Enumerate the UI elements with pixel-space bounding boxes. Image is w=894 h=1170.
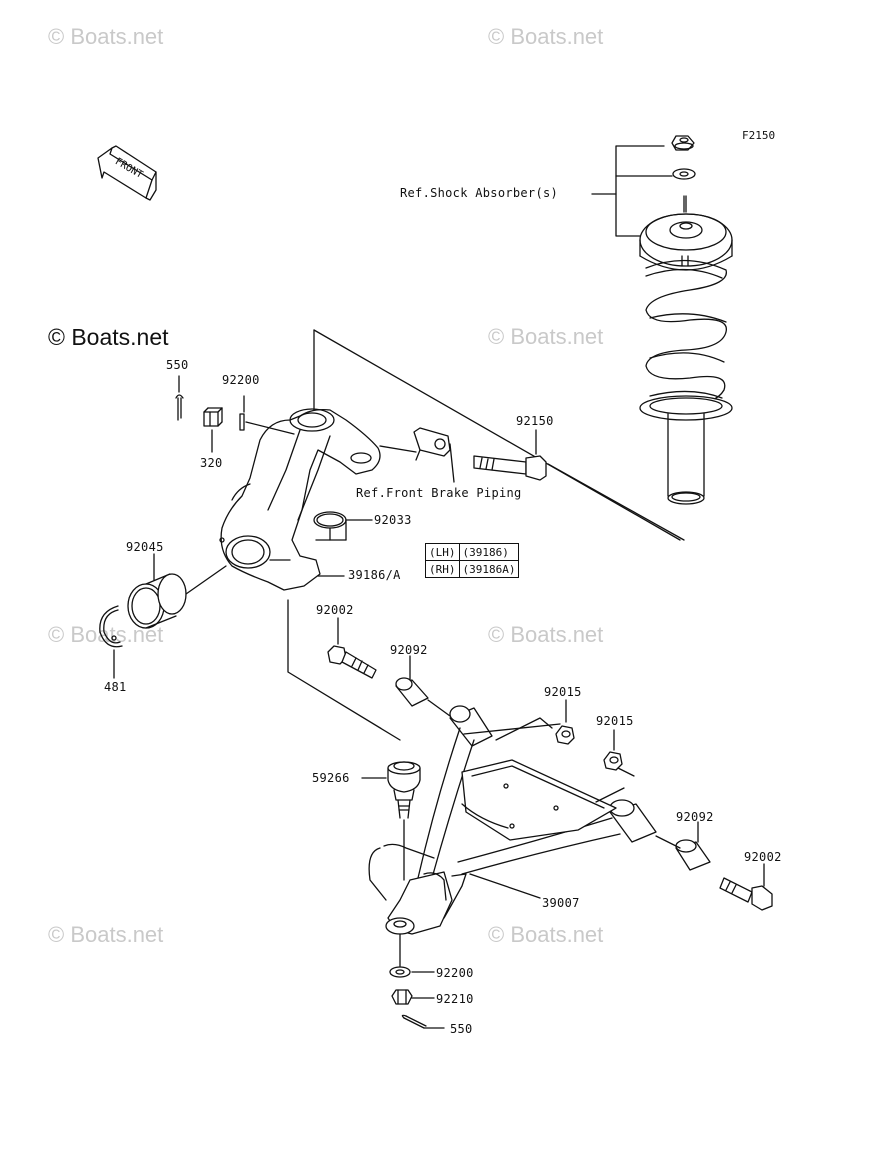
variant-part-rh: (39186A) — [458, 560, 520, 578]
bushing-92092-right — [675, 839, 711, 871]
variant-side-rh: (RH) — [425, 560, 460, 578]
snap-ring-92033 — [313, 511, 347, 529]
ref-front-brake-piping-label: Ref.Front Brake Piping — [356, 486, 522, 500]
bearing-92045 — [127, 573, 187, 629]
part-label-39186a: 39186/A — [348, 568, 401, 582]
front-arrow-icon: FRONT — [97, 145, 157, 201]
part-label-92002-left: 92002 — [316, 603, 354, 617]
part-label-92033: 92033 — [374, 513, 412, 527]
part-label-39007: 39007 — [542, 896, 580, 910]
nut-92015-a — [555, 725, 575, 745]
ref-shock-absorber-label: Ref.Shock Absorber(s) — [400, 186, 559, 200]
watermark-mid-left: © Boats.net — [48, 324, 169, 350]
watermark-bottom-left: © Boats.net — [48, 922, 164, 947]
watermark-top-right: © Boats.net — [488, 24, 604, 49]
brake-clamp — [413, 427, 451, 461]
part-label-320: 320 — [200, 456, 223, 470]
part-label-92015-b: 92015 — [596, 714, 634, 728]
part-label-92200-top: 92200 — [222, 373, 260, 387]
bushing-92092-left — [395, 677, 429, 707]
castle-nut-320 — [203, 407, 223, 427]
variant-row-lh: (LH) (39186) — [425, 543, 520, 561]
bolt-92150 — [473, 455, 547, 481]
a-arm-39007 — [368, 705, 657, 935]
cotter-pin-top — [175, 394, 184, 421]
part-label-92150: 92150 — [516, 414, 554, 428]
part-label-92002-right: 92002 — [744, 850, 782, 864]
watermark-lower-right: © Boats.net — [488, 622, 604, 647]
ball-joint-59266 — [387, 761, 421, 819]
variant-side-lh: (LH) — [425, 543, 460, 561]
steering-knuckle — [219, 408, 381, 591]
part-label-92092-right: 92092 — [676, 810, 714, 824]
part-label-92045: 92045 — [126, 540, 164, 554]
washer-92200-top — [239, 413, 245, 431]
bolt-92002-left — [327, 645, 377, 679]
variant-row-rh: (RH) (39186A) — [425, 560, 520, 578]
cotter-pin-bottom — [401, 1014, 427, 1029]
circlip-481 — [99, 605, 123, 648]
shock-absorber — [639, 135, 733, 505]
castle-nut-92210 — [391, 989, 413, 1005]
shock-ref-bracket — [615, 145, 665, 237]
part-label-92092-left: 92092 — [390, 643, 428, 657]
watermark-bottom-right: © Boats.net — [488, 922, 604, 947]
part-label-550-bottom: 550 — [450, 1022, 473, 1036]
variant-table: (LH) (39186) (RH) (39186A) — [425, 543, 520, 578]
part-label-59266: 59266 — [312, 771, 350, 785]
part-label-92015-a: 92015 — [544, 685, 582, 699]
nut-92015-b — [603, 751, 623, 771]
variant-part-lh: (39186) — [458, 543, 520, 561]
part-label-92200-bottom: 92200 — [436, 966, 474, 980]
watermark-top-left: © Boats.net — [48, 24, 164, 49]
part-label-481: 481 — [104, 680, 127, 694]
part-label-92210: 92210 — [436, 992, 474, 1006]
washer-92200-bottom — [389, 966, 411, 978]
watermark-mid-right: © Boats.net — [488, 324, 604, 349]
part-label-550-top: 550 — [166, 358, 189, 372]
bolt-92002-right — [719, 877, 773, 911]
diagram-code: F2150 — [742, 129, 776, 142]
